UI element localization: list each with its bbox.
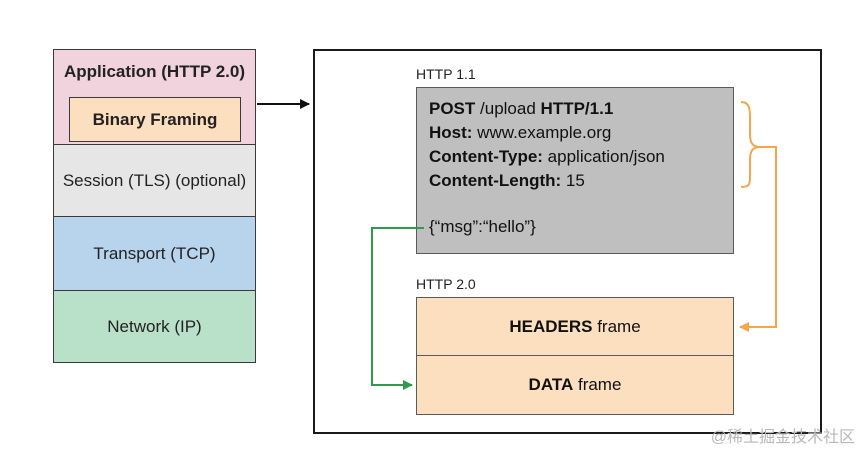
binary-framing-layer: Binary Framing bbox=[69, 97, 241, 142]
request-line: POST /upload HTTP/1.1 bbox=[429, 97, 721, 121]
transport-layer-label: Transport (TCP) bbox=[93, 243, 216, 263]
watermark: @稀土掘金技术社区 bbox=[710, 429, 855, 446]
network-layer: Network (IP) bbox=[53, 290, 256, 363]
network-layer-label: Network (IP) bbox=[107, 316, 202, 336]
content-type-key: Content-Type: bbox=[429, 147, 543, 166]
headers-brace bbox=[740, 101, 759, 188]
http11-request-box: POST /upload HTTP/1.1 Host: www.example.… bbox=[416, 87, 734, 254]
http2-title: HTTP 2.0 bbox=[416, 276, 476, 292]
session-layer: Session (TLS) (optional) bbox=[53, 144, 256, 217]
content-type-header: Content-Type: application/json bbox=[429, 145, 721, 169]
request-version: HTTP/1.1 bbox=[540, 99, 614, 118]
request-body: {“msg”:“hello”} bbox=[429, 217, 536, 236]
data-frame: DATA frame bbox=[416, 355, 734, 415]
data-frame-rest: frame bbox=[573, 375, 622, 394]
content-length-value: 15 bbox=[561, 171, 585, 190]
http11-title: HTTP 1.1 bbox=[416, 66, 476, 82]
request-method: POST bbox=[429, 99, 476, 118]
content-type-value: application/json bbox=[542, 147, 665, 166]
content-length-header: Content-Length: 15 bbox=[429, 169, 721, 193]
headers-frame: HEADERS frame bbox=[416, 297, 734, 356]
data-frame-bold: DATA bbox=[528, 375, 574, 394]
host-value: www.example.org bbox=[472, 123, 612, 142]
session-layer-label: Session (TLS) (optional) bbox=[62, 170, 247, 190]
binary-framing-label: Binary Framing bbox=[92, 109, 218, 129]
headers-frame-rest: frame bbox=[592, 316, 641, 336]
application-layer-label: Application (HTTP 2.0) bbox=[63, 62, 246, 81]
request-path: /upload bbox=[475, 99, 541, 118]
content-length-key: Content-Length: bbox=[429, 171, 562, 190]
headers-arrow bbox=[739, 146, 777, 332]
data-arrow bbox=[371, 227, 424, 390]
host-header: Host: www.example.org bbox=[429, 121, 721, 145]
host-key: Host: bbox=[429, 123, 473, 142]
headers-frame-bold: HEADERS bbox=[509, 316, 593, 336]
